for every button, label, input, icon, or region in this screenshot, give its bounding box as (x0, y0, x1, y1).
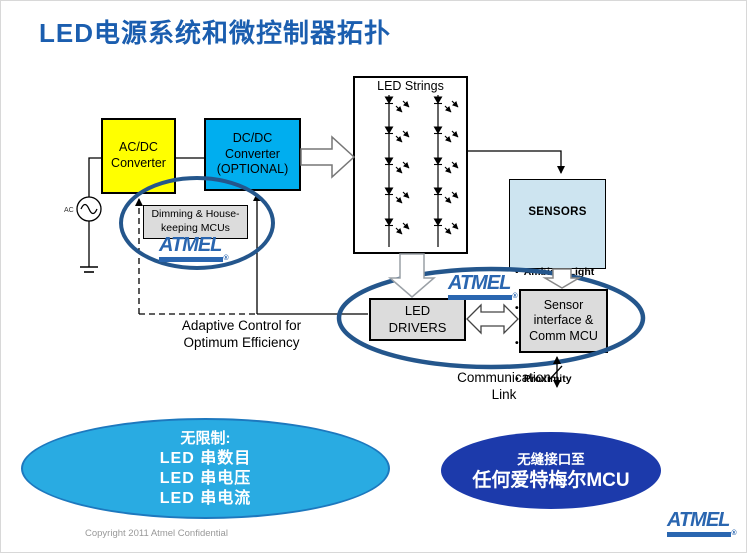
atmel-logo: ATMEL® (159, 235, 229, 262)
callout-seamless-line1: 无缝接口至 (517, 451, 585, 467)
dcdc-converter-label: DC/DC Converter (OPTIONAL) (216, 131, 289, 177)
atmel-logo: ATMEL® (448, 273, 518, 300)
callout-seamless: 无缝接口至 任何爱特梅尔MCU (441, 432, 661, 509)
acdc-converter-label: AC/DC Converter (111, 140, 166, 170)
ac-source-label: AC (64, 207, 74, 214)
registered-mark: ® (223, 255, 229, 262)
led-strings-box: LED Strings (353, 76, 468, 254)
registered-mark: ® (512, 293, 518, 300)
atmel-logo-text: ATMEL (448, 273, 513, 300)
acdc-converter-box: AC/DC Converter (101, 118, 176, 194)
led-strings-title: LED Strings (377, 79, 444, 93)
flow-arrow-right (300, 135, 356, 179)
callout-unlimited-line: LED 串数目 (159, 449, 252, 467)
atmel-logo: ATMEL® (667, 510, 737, 537)
sensor-feed-line (468, 150, 565, 174)
callout-unlimited-line: LED 串电流 (159, 489, 252, 507)
sensor-interface-box: Sensor interface & Comm MCU (519, 289, 608, 353)
bidirectional-arrow (466, 303, 519, 335)
adaptive-control-label: Adaptive Control for Optimum Efficiency (181, 318, 302, 350)
atmel-logo-text: ATMEL (667, 510, 732, 537)
sensor-item-ambient-light: Ambient Light (515, 265, 605, 281)
callout-unlimited-line: LED 串电压 (159, 469, 252, 487)
ac-source-icon (76, 157, 102, 267)
sensors-title: SENSORS (528, 206, 587, 218)
dimming-mcus-label: Dimming & House- keeping MCUs (151, 208, 240, 234)
copyright-text: Copyright 2011 Atmel Confidential (85, 528, 228, 539)
callout-unlimited: 无限制: LED 串数目 LED 串电压 LED 串电流 (21, 418, 390, 519)
callout-seamless-line2: 任何爱特梅尔MCU (472, 469, 630, 491)
communication-link-label: Communication Link (457, 370, 551, 402)
registered-mark: ® (731, 530, 737, 537)
flow-arrow-down-led (387, 253, 437, 298)
ground-icon (80, 266, 98, 273)
led-drivers-label: LED DRIVERS (388, 303, 447, 335)
sensors-box: SENSORS Ambient Light Color Temperature … (509, 179, 606, 385)
sensor-interface-label: Sensor interface & Comm MCU (529, 297, 598, 343)
dcdc-converter-box: DC/DC Converter (OPTIONAL) (204, 118, 301, 191)
page-title: LED电源系统和微控制器拓扑 (39, 18, 392, 48)
solid-control-line (253, 193, 368, 315)
atmel-logo-text: ATMEL (159, 235, 224, 262)
led-drivers-box: LED DRIVERS (369, 298, 466, 341)
callout-unlimited-heading: 无限制: (180, 429, 231, 447)
